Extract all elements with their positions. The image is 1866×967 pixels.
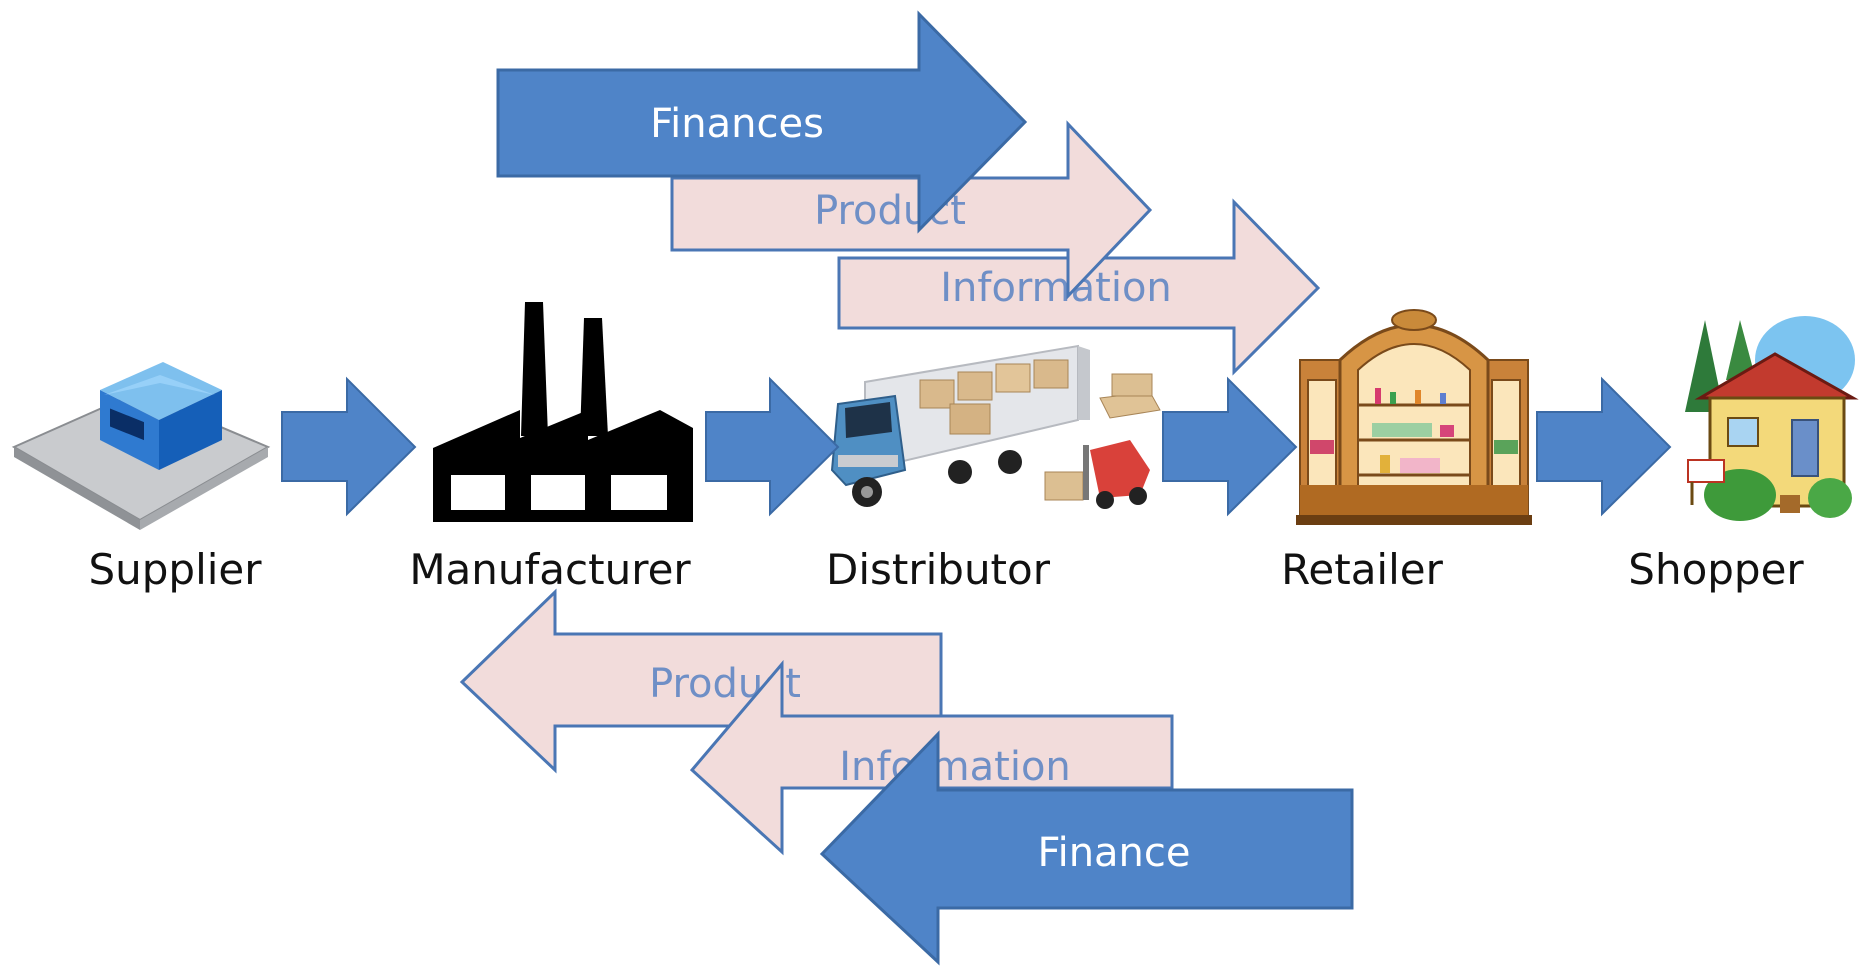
node-label-shopper: Shopper (1628, 545, 1804, 594)
backward-finance-arrow: Finance (819, 730, 1354, 966)
factory-icon (433, 302, 693, 522)
chain-arrow-retailer-shopper (1536, 376, 1672, 517)
forward-information-label: Information (940, 265, 1172, 311)
store-shelf-icon (1296, 309, 1532, 525)
node-label-supplier: Supplier (88, 545, 262, 594)
chain-arrow-supplier-manufacturer (281, 376, 417, 517)
node-label-distributor: Distributor (826, 545, 1051, 594)
house-icon (1685, 316, 1859, 521)
chain-arrow-manufacturer-distributor (705, 376, 840, 517)
backward-information-label: Information (839, 744, 1071, 790)
warehouse-icon (11, 362, 271, 530)
forward-finances-label: Finances (650, 101, 824, 147)
forward-finances-arrow: Finances (496, 10, 1028, 234)
truck-icon (830, 344, 1161, 509)
node-label-manufacturer: Manufacturer (409, 545, 691, 594)
chain-arrow-distributor-retailer (1162, 376, 1298, 517)
backward-finance-label: Finance (1037, 830, 1190, 876)
node-label-retailer: Retailer (1281, 545, 1444, 594)
